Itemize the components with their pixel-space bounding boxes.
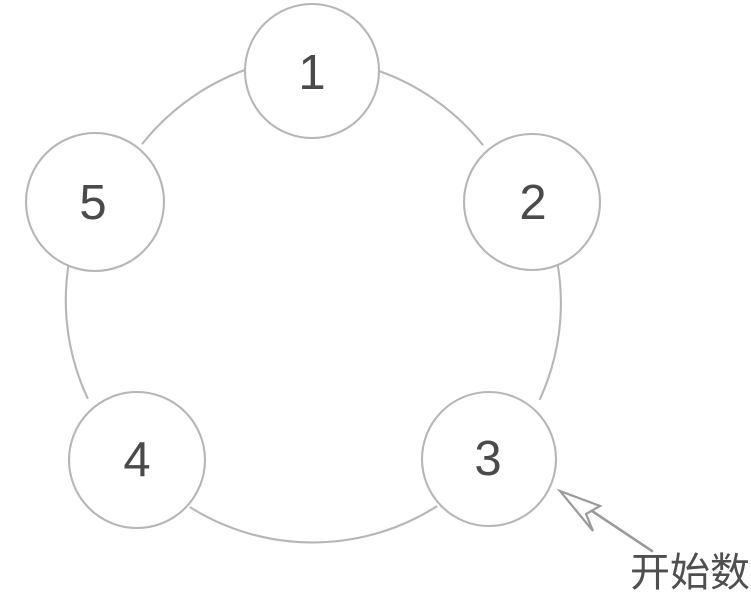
edge-5-to-1 [141, 65, 257, 145]
node-1[interactable]: 1 [243, 2, 381, 140]
node-group: 1 2 3 4 5 [24, 2, 602, 530]
node-3-circle[interactable] [420, 390, 558, 528]
node-3[interactable]: 3 [420, 390, 558, 528]
edge-3-to-4 [189, 505, 438, 544]
edge-group [64, 65, 562, 544]
annotation-label: 开始数 [630, 550, 750, 596]
node-1-circle[interactable] [243, 2, 381, 140]
node-2[interactable]: 2 [462, 132, 602, 272]
annotation-arrow [556, 488, 654, 553]
arrow-head-icon [556, 488, 603, 532]
node-5-circle[interactable] [24, 131, 166, 273]
node-5-label: 5 [79, 176, 106, 230]
node-2-label: 2 [519, 176, 546, 230]
edge-4-to-5 [64, 263, 89, 400]
edge-2-to-3 [538, 262, 562, 401]
node-1-label: 1 [298, 46, 325, 100]
node-3-label: 3 [474, 432, 501, 486]
node-4[interactable]: 4 [67, 390, 207, 530]
node-5[interactable]: 5 [24, 131, 166, 273]
edge-1-to-2 [370, 67, 484, 146]
node-4-label: 4 [123, 433, 150, 487]
node-4-circle[interactable] [67, 390, 207, 530]
node-2-circle[interactable] [462, 132, 602, 272]
arrow-shaft [587, 507, 654, 553]
